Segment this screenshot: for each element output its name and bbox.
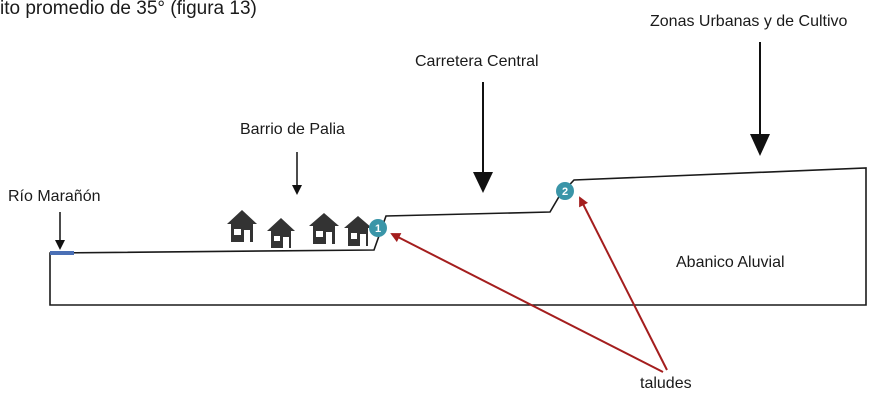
label-abanico: Abanico Aluvial <box>676 254 785 271</box>
marker-1: 1 <box>369 219 387 237</box>
label-zonas: Zonas Urbanas y de Cultivo <box>650 13 848 30</box>
marker-2: 2 <box>556 182 574 200</box>
river-marker <box>50 251 74 255</box>
arrow-barrio <box>292 152 302 195</box>
house-icon <box>344 216 372 246</box>
caption-text: ito promedio de 35° (figura 13) <box>0 0 257 19</box>
label-taludes: taludes <box>640 375 692 392</box>
label-rio: Río Marañón <box>8 188 101 205</box>
house-icon <box>227 210 257 242</box>
house-icon <box>267 218 295 248</box>
arrow-rio <box>55 212 65 250</box>
arrow-zonas <box>750 42 770 156</box>
houses-group <box>227 210 372 248</box>
label-barrio: Barrio de Palia <box>240 121 345 138</box>
svg-text:2: 2 <box>562 186 568 198</box>
label-carretera: Carretera Central <box>415 53 539 70</box>
terrain-profile <box>49 167 867 306</box>
arrow-carretera <box>473 82 493 193</box>
red-arrow-2 <box>579 196 668 371</box>
house-icon <box>309 213 339 244</box>
red-arrow-1 <box>390 233 664 373</box>
svg-text:1: 1 <box>375 223 381 235</box>
